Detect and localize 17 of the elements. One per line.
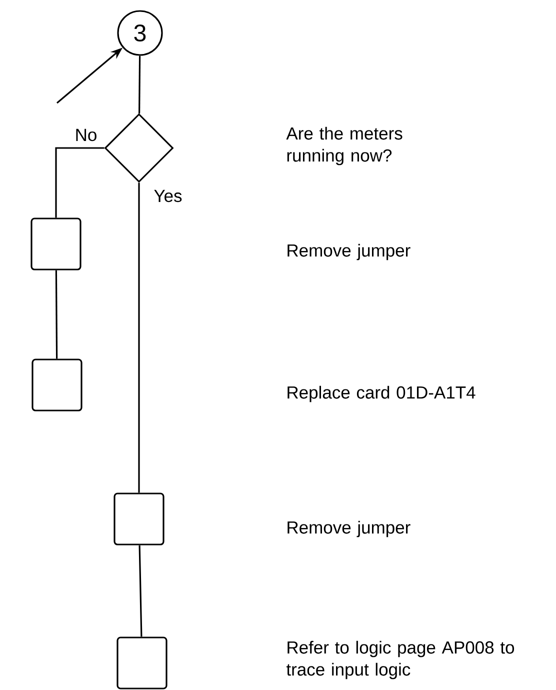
connector-line — [138, 56, 141, 114]
instruction-text: Replace card 01D-A1T4 — [288, 386, 476, 402]
circle-connector: 3 — [117, 10, 163, 56]
instruction-text: Remove jumper — [288, 244, 410, 260]
process-box — [114, 492, 164, 546]
connector-line — [138, 545, 142, 637]
instruction-text: Refer to logic page AP008 to trace input logic — [286, 640, 514, 680]
process-box — [116, 636, 168, 690]
instruction-text: Are the meters running now? — [286, 126, 402, 166]
process-box — [32, 358, 82, 412]
edge-label: No — [76, 128, 96, 142]
instruction-text: Remove jumper — [288, 520, 410, 538]
process-box — [30, 218, 82, 270]
edge-label: Yes — [154, 190, 182, 202]
connector-line — [138, 182, 140, 493]
connector-line — [55, 270, 58, 359]
connector-line — [55, 147, 104, 218]
